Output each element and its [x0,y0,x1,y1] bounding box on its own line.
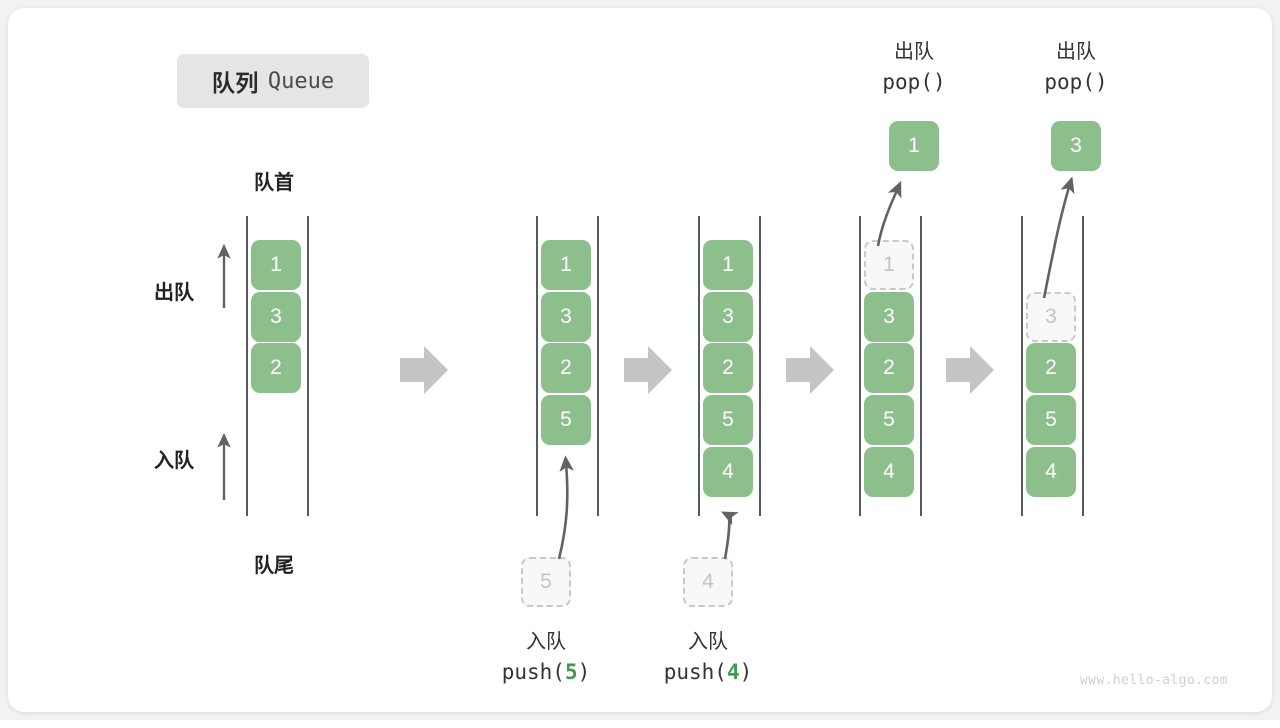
queue-cell: 3 [251,291,301,342]
operation-code: push(5) [501,660,591,684]
step-arrow-4 [946,346,994,394]
operation-caption-pop-1: 出队 pop() [882,38,945,97]
queue-cell: 1 [703,240,753,290]
label-enqueue: 入队 [154,450,194,472]
operation-argument: 5 [564,660,578,684]
pop-arrow-1 [876,180,902,247]
queue-cell: 3 [864,291,914,342]
queue-rail-left [246,216,248,516]
queue-rail-right [920,216,922,516]
queue-cell: 1 [251,240,301,290]
watermark: www.hello-algo.com [1079,673,1228,688]
arrow-overlay [217,176,1075,560]
operation-code: push(4) [663,660,753,684]
operation-argument: 4 [726,660,740,684]
step-arrow-2 [624,346,672,394]
queue-cell: 1 [864,240,914,290]
queue-cell: 5 [703,395,753,446]
label-queue-front: 队首 [254,172,294,194]
queue-cell: 2 [1026,343,1076,394]
queue-cell: 3 [703,291,753,342]
queue-cell: 3 [1026,291,1076,342]
figure-title-badge: 队列 Queue [177,54,369,108]
step-arrow-3 [786,346,834,394]
push-arrow-5 [557,455,574,560]
queue-rail-right [759,216,761,516]
step-arrow-1 [400,346,448,394]
queue-cell: 2 [703,343,753,394]
queue-cell: 2 [541,343,591,394]
queue-cell: 1 [541,240,591,290]
popped-element: 1 [889,121,939,171]
figure-title-en: Queue [267,68,335,94]
queue-cell: 4 [1026,446,1076,497]
queue-rail-left [1021,216,1023,516]
figure-title-cn: 队列 [211,70,259,96]
queue-rail-right [597,216,599,516]
queue-cell: 4 [864,446,914,497]
queue-cell: 4 [703,446,753,497]
operation-caption-push-5: 入队 push(5) [502,628,591,687]
operation-label: 入队 [688,631,728,653]
queue-rail-right [1082,216,1084,516]
queue-rail-right [307,216,309,516]
incoming-element: 4 [683,557,733,607]
label-dequeue: 出队 [154,282,194,304]
queue-cell: 5 [541,395,591,446]
queue-cell: 2 [864,343,914,394]
operation-code: pop() [882,70,946,94]
incoming-element: 5 [521,557,571,607]
operation-caption-pop-3: 出队 pop() [1044,38,1107,97]
queue-cell: 2 [251,343,301,394]
queue-rail-left [698,216,700,516]
queue-cell: 5 [864,395,914,446]
operation-label: 出队 [894,41,934,63]
operation-code: pop() [1044,70,1108,94]
queue-rail-left [859,216,861,516]
operation-label: 出队 [1056,41,1096,63]
operation-caption-push-4: 入队 push(4) [664,628,753,687]
operation-label: 入队 [526,631,566,653]
label-queue-rear: 队尾 [254,555,294,577]
popped-element: 3 [1051,121,1101,171]
queue-rail-left [536,216,538,516]
pop-arrow-3 [1042,176,1075,299]
queue-cell: 3 [541,291,591,342]
push-arrow-4 [721,511,739,560]
queue-cell: 5 [1026,395,1076,446]
